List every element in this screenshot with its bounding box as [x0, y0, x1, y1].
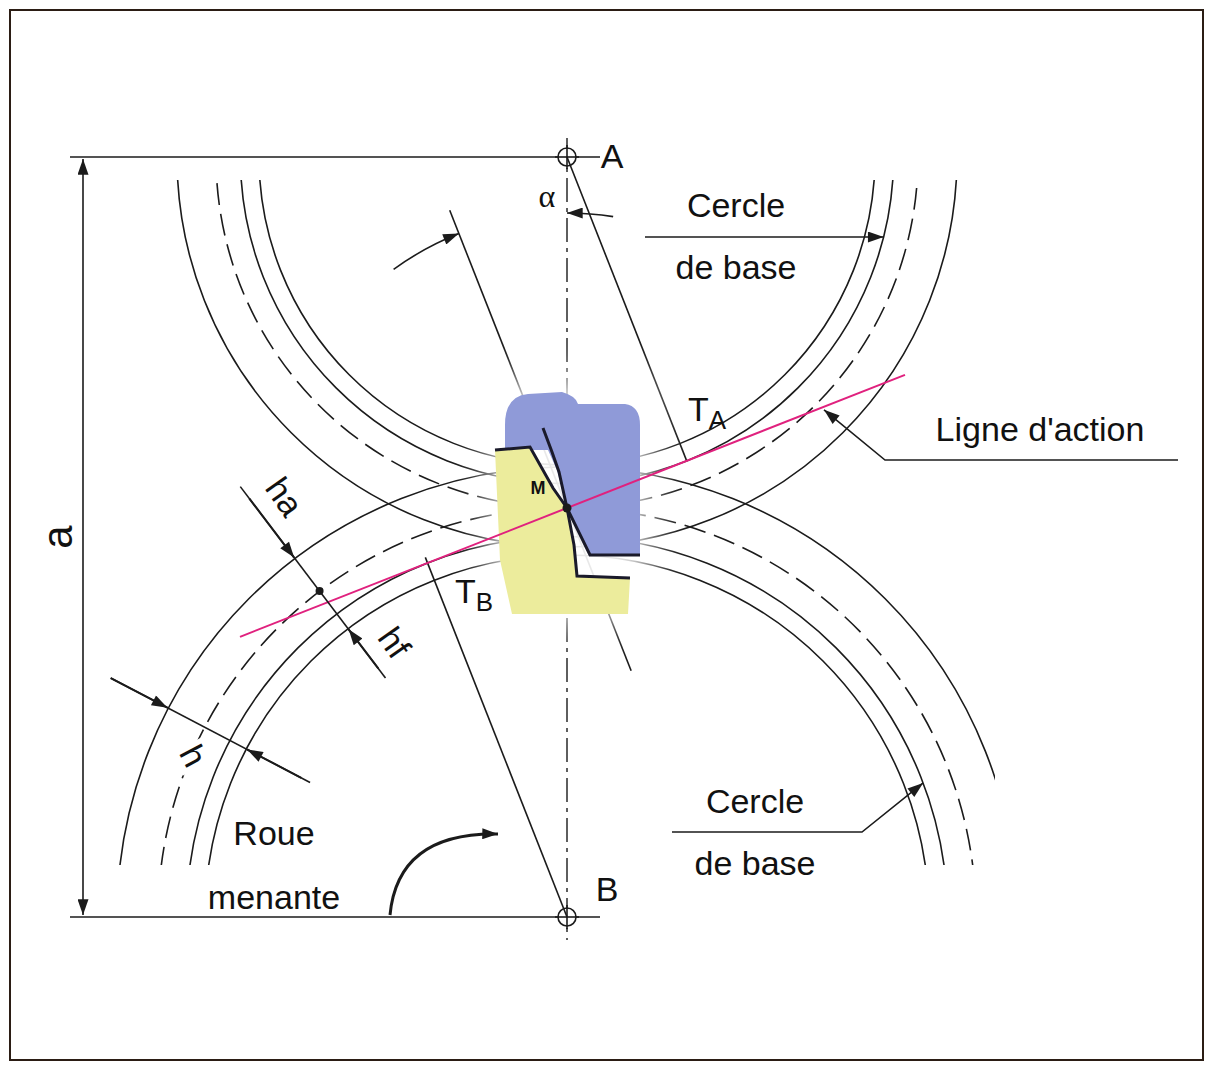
- circle-label: Cercle de base: [688, 770, 823, 894]
- angle-label: α: [539, 179, 556, 214]
- tooth-flank: [543, 428, 640, 555]
- angle-arc: [394, 234, 459, 270]
- line-label: Ligne d'action: [936, 411, 1145, 448]
- extension-line: [70, 916, 600, 918]
- leader-arrow: [824, 410, 1178, 460]
- point-label: TA: [688, 391, 726, 428]
- dimension-label: ha: [258, 471, 310, 523]
- rotation-arrow: [390, 834, 498, 915]
- circle-label: Cercle de base: [669, 174, 804, 298]
- dimension-arrow: [349, 629, 379, 668]
- line-of-action: [240, 375, 905, 637]
- dimension-label: hf: [371, 621, 418, 666]
- dimension-line: [82, 159, 84, 915]
- point-label: A: [601, 138, 624, 175]
- point-label: B: [596, 871, 619, 908]
- extension-line: [70, 156, 600, 158]
- dimension-arrow: [247, 749, 301, 777]
- pitch-dot: [316, 587, 324, 595]
- point-label: M: [531, 479, 546, 499]
- leader-arrow: [645, 236, 884, 238]
- page-frame: [10, 10, 1203, 1060]
- point-label: TB: [455, 573, 493, 610]
- dimension-line: [240, 487, 385, 678]
- pitch-point: [563, 504, 572, 513]
- angle-arc: [567, 213, 613, 217]
- dimension-arrow: [111, 678, 168, 708]
- dimension-label: a: [35, 525, 81, 548]
- driving-tooth: [495, 447, 630, 614]
- dimension-line: [111, 678, 310, 782]
- wheel-label: Roue menante: [199, 801, 349, 929]
- dimension-label: h: [171, 736, 216, 776]
- tooth-flank: [495, 447, 630, 578]
- halo: [490, 380, 650, 620]
- gear-circles: [117, 180, 995, 865]
